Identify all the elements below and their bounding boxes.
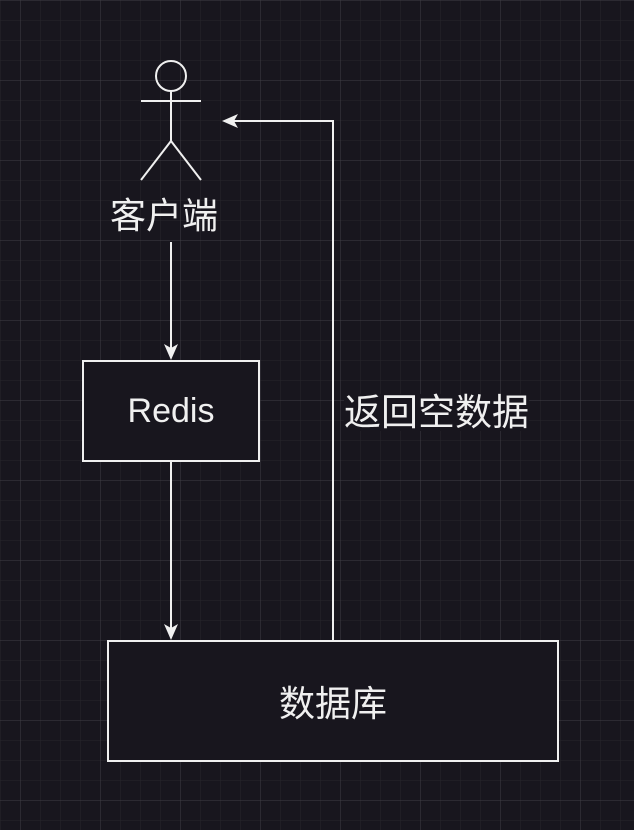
redis-node[interactable]: Redis (82, 360, 260, 462)
actor-right-leg (170, 140, 202, 181)
arrowhead-icon (222, 114, 238, 128)
arrowhead-icon (164, 624, 178, 640)
actor-label: 客户端 (110, 196, 219, 237)
edge-client-to-redis[interactable] (164, 242, 178, 360)
edge-label-return-empty: 返回空数据 (344, 391, 529, 434)
actor-left-leg (140, 140, 172, 181)
edge-redis-to-database[interactable] (164, 461, 178, 640)
edge-database-to-client[interactable] (222, 114, 334, 641)
redis-node-label: Redis (127, 391, 215, 430)
database-node-label: 数据库 (278, 684, 387, 725)
database-node[interactable]: 数据库 (107, 640, 559, 762)
arrowhead-icon (164, 344, 178, 360)
actor-stick-figure-icon[interactable] (140, 60, 202, 181)
